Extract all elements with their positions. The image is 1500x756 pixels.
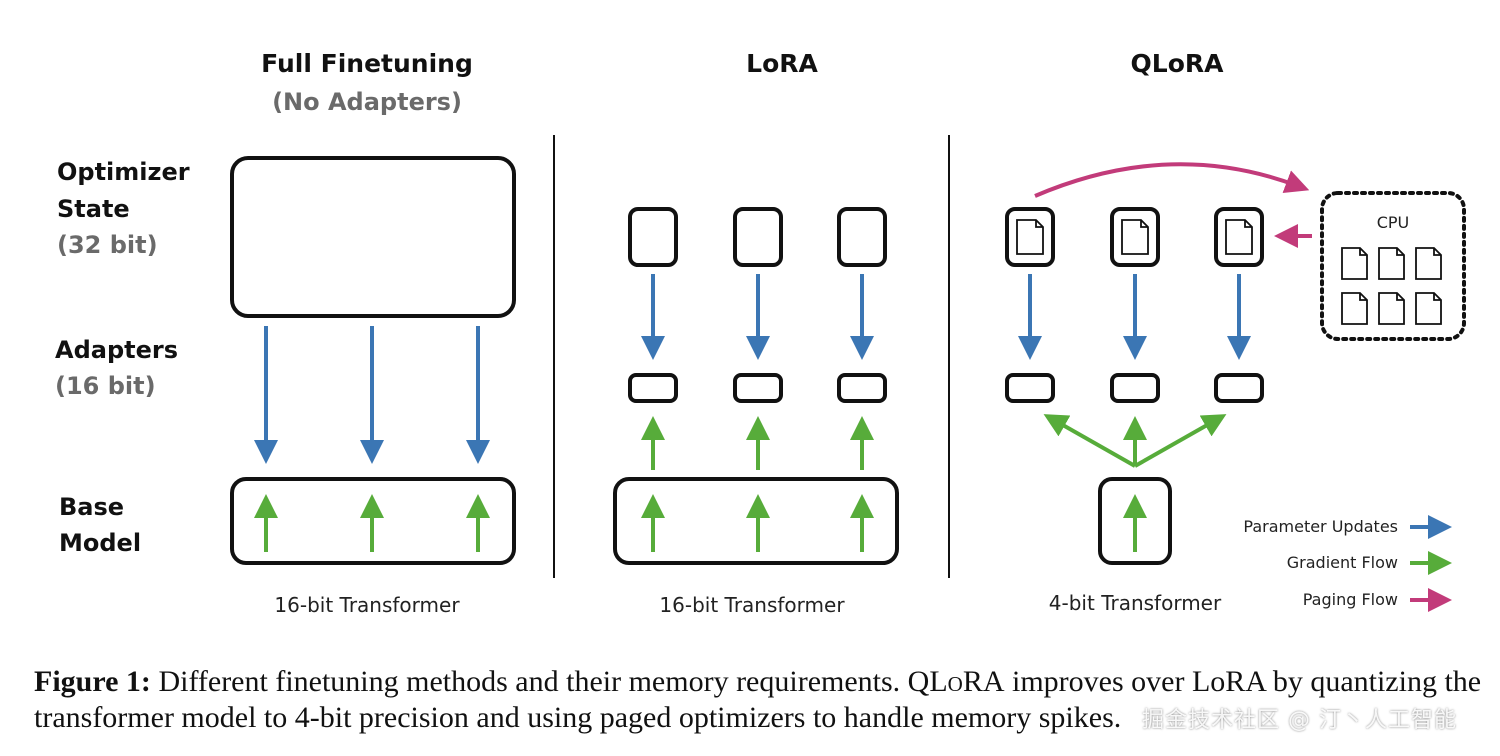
cpu-label: CPU [1377, 213, 1410, 232]
gradient-flow-arrows [1043, 414, 1227, 468]
figure-caption-text: improves over LoRA by quantizing the tra… [34, 665, 1482, 734]
paged-optimizer-state-block [1110, 207, 1160, 267]
parameter-update-arrows [1018, 274, 1251, 360]
adapter-block [1110, 373, 1160, 403]
adapter-block [628, 373, 678, 403]
row-label-adapters: Adapters [55, 336, 178, 364]
adapter-block [1005, 373, 1055, 403]
legend-label: Gradient Flow [1287, 553, 1398, 572]
panel-title-lora: LoRA [746, 49, 818, 78]
panel-footer-full-finetuning: 16-bit Transformer [274, 593, 460, 617]
row-label-state: State [57, 195, 130, 223]
page-icon [1415, 247, 1442, 280]
page-icon [1016, 219, 1044, 255]
adapter-block [1214, 373, 1264, 403]
figure-caption: Figure 1: Different finetuning methods a… [34, 664, 1494, 736]
legend-item-paging-flow: Paging Flow [1303, 588, 1452, 612]
page-icon [1341, 247, 1368, 280]
figure-caption-text: Different finetuning methods and their m… [150, 665, 930, 698]
gradient-flow-arrows [254, 494, 490, 552]
page-icon [1341, 292, 1368, 325]
gradient-flow-arrow [1043, 414, 1136, 468]
row-label-base: Base [59, 493, 124, 521]
panel-title-full-finetuning: Full Finetuning [261, 49, 473, 78]
base-model-block [1098, 477, 1172, 565]
figure-caption-smallcaps: LoRA [929, 665, 1005, 698]
row-label-optimizer: Optimizer [57, 158, 190, 186]
figure-caption-label: Figure 1: [34, 665, 151, 698]
adapter-blocks [628, 373, 887, 403]
finetuning-methods-diagram: Full Finetuning (No Adapters) LoRA QLoRA… [55, 49, 1466, 617]
optimizer-state-block [230, 156, 516, 318]
adapter-blocks [1005, 373, 1264, 403]
gradient-flow-arrow [1134, 414, 1227, 468]
parameter-update-arrows [641, 274, 874, 360]
page-icon [1415, 292, 1442, 325]
paged-optimizer-state-block [1005, 207, 1055, 267]
optimizer-state-block [837, 207, 887, 267]
adapter-block [837, 373, 887, 403]
row-label-adapters-bits: (16 bit) [55, 372, 156, 400]
optimizer-state-blocks [628, 207, 887, 267]
page-icon [1225, 219, 1253, 255]
panel-footer-lora: 16-bit Transformer [659, 593, 845, 617]
gradient-flow-arrows [641, 416, 874, 470]
adapter-block [733, 373, 783, 403]
base-model-block [230, 477, 516, 565]
page-icon [1378, 292, 1405, 325]
base-model-block [613, 477, 899, 565]
optimizer-state-block [628, 207, 678, 267]
gradient-flow-arrows [641, 494, 874, 552]
panel-footer-qlora: 4-bit Transformer [1049, 591, 1222, 615]
page-icon [1121, 219, 1149, 255]
paged-optimizer-state-blocks [1005, 207, 1264, 267]
page-icon [1378, 247, 1405, 280]
legend-item-parameter-updates: Parameter Updates [1243, 515, 1452, 539]
optimizer-state-block [733, 207, 783, 267]
watermark: 掘金技术社区 @ 汀丶人工智能 [1142, 708, 1457, 733]
panel-title-qlora: QLoRA [1131, 49, 1225, 78]
parameter-update-arrows [254, 326, 490, 464]
row-label-model: Model [59, 529, 141, 557]
cpu-page-icons [1341, 247, 1442, 325]
paged-optimizer-state-block [1214, 207, 1264, 267]
legend-label: Parameter Updates [1243, 517, 1398, 536]
legend-label: Paging Flow [1303, 590, 1398, 609]
row-label-optimizer-bits: (32 bit) [57, 231, 158, 259]
paging-flow-arc [1034, 162, 1310, 198]
panel-subtitle-no-adapters: (No Adapters) [272, 88, 462, 116]
legend: Parameter Updates Gradient Flow Paging F… [1243, 515, 1452, 612]
cpu-memory-box: CPU [1320, 191, 1466, 341]
legend-item-gradient-flow: Gradient Flow [1287, 551, 1452, 575]
